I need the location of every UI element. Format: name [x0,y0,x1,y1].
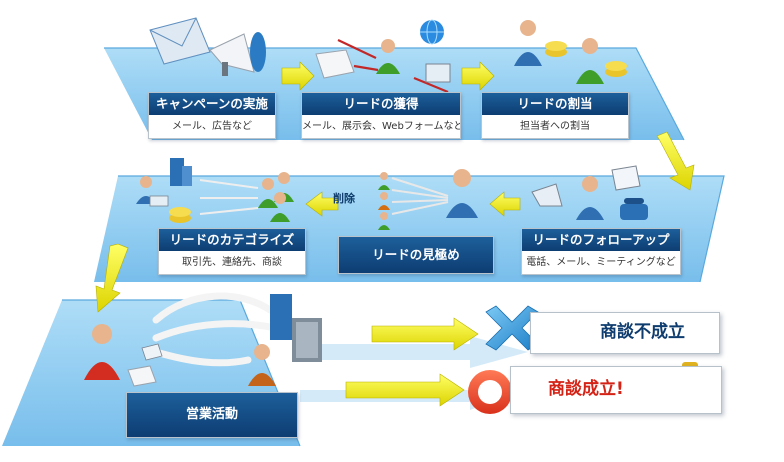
step-subtitle: 取引先、連絡先、商談 [182,257,282,268]
flow-arrow-7 [371,317,479,351]
flow-arrow-8 [345,373,465,407]
person-icon-acquire [376,39,400,74]
branch-arrow-to-fail [300,336,528,368]
person-icon-sales [84,324,120,380]
outcome-success-box [510,366,722,414]
document-icon [611,165,641,191]
step-title: 営業活動 [127,393,297,437]
person-icon-assign-1 [514,20,542,66]
step-campaign: キャンペーンの実施 メール、広告など [148,92,276,139]
step-subtitle: メール、展示会、Webフォームなど [302,121,461,132]
flow-arrow-2 [461,61,495,91]
laptop-icon [315,49,355,79]
globe-icon [420,19,444,45]
flow-arrow-6 [95,243,129,313]
coins-icon-1 [545,41,567,57]
person-icon-qualify [446,169,478,218]
step-title: リードの獲得 [302,93,460,115]
building-icon-small [170,158,192,186]
laptop-icon-sales [127,365,157,387]
monitor-icon [425,63,451,83]
outcome-success-label: 商談成立! [548,379,624,399]
circle-mark-icon [468,370,512,414]
step-lead-acquisition: リードの獲得 メール、展示会、Webフォームなど [301,92,461,139]
step-lead-assignment: リードの割当 担当者への割当 [481,92,629,139]
step-subtitle: メール、広告など [172,121,252,132]
step-lead-categorization: リードのカテゴライズ 取引先、連絡先、商談 [158,228,306,275]
megaphone-icon [209,32,266,76]
step-lead-qualification: リードの見極め [338,236,494,274]
people-group-icon [258,172,294,222]
flow-arrow-3 [656,131,695,191]
step-title: リードのカテゴライズ [159,229,305,251]
megaphone-small-icon [531,183,563,207]
categorize-lines [199,179,259,215]
step-sales-activity: 営業活動 [126,392,298,438]
step-title: リードの見極め [339,237,493,273]
step-title: リードの割当 [482,93,628,115]
qualification-lines [391,177,449,215]
phone-icon [620,198,648,220]
step-subtitle: 電話、メール、ミーティングなど [526,257,676,268]
flow-arrow-5 [305,191,339,217]
outcome-fail-box [530,312,720,354]
flow-arrow-1 [281,61,315,91]
small-people-icons [378,172,390,230]
coins-icon-3 [169,207,191,223]
envelope-icon [149,17,211,65]
step-title: リードのフォローアップ [522,229,680,251]
person-icon-assign-2 [576,38,604,84]
delete-label: 削除 [333,192,355,205]
flow-arrow-4 [489,191,521,217]
step-lead-followup: リードのフォローアップ 電話、メール、ミーティングなど [521,228,681,275]
building-icon-large [270,294,322,362]
envelope-icon-sales [141,343,163,361]
step-title: キャンペーンの実施 [149,93,275,115]
person-icon-follow [576,176,604,220]
outcome-fail-label: 商談不成立 [600,322,685,342]
step-subtitle: 担当者への割当 [520,121,590,132]
person-icon-manager [248,344,276,386]
coins-icon-2 [605,61,627,77]
person-at-desk-icon [136,176,169,207]
